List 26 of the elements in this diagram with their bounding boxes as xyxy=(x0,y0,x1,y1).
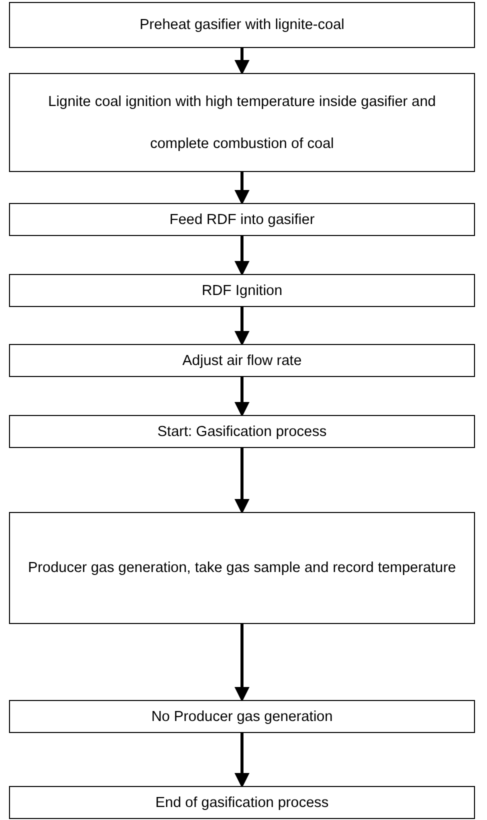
process-box xyxy=(9,512,475,624)
step-text: Producer gas generation, take gas sample and record temperature xyxy=(28,558,456,578)
arrow xyxy=(234,448,250,514)
arrow xyxy=(234,48,250,75)
process-box xyxy=(9,344,475,377)
arrow xyxy=(234,307,250,346)
process-box xyxy=(9,73,475,172)
process-box xyxy=(9,415,475,448)
arrow xyxy=(234,624,250,702)
arrow xyxy=(234,236,250,276)
arrow xyxy=(234,733,250,788)
process-box xyxy=(9,2,475,48)
process-box xyxy=(9,274,475,307)
process-box xyxy=(9,203,475,236)
step-text: RDF Ignition xyxy=(202,282,282,300)
step-text: Feed RDF into gasifier xyxy=(169,210,315,230)
step-text: No Producer gas generation xyxy=(151,708,333,726)
step-text: Lignite coal ignition with high temperature inside gasifier and complete combustion of coal xyxy=(47,92,437,154)
step-text: Adjust air flow rate xyxy=(182,352,302,370)
step-text: End of gasification process xyxy=(155,794,329,812)
arrow xyxy=(234,377,250,417)
process-box xyxy=(9,700,475,733)
step-text: Preheat gasifier with lignite-coal xyxy=(140,16,344,35)
step-text: Start: Gasification process xyxy=(157,422,327,442)
arrow xyxy=(234,172,250,205)
process-box xyxy=(9,786,475,819)
